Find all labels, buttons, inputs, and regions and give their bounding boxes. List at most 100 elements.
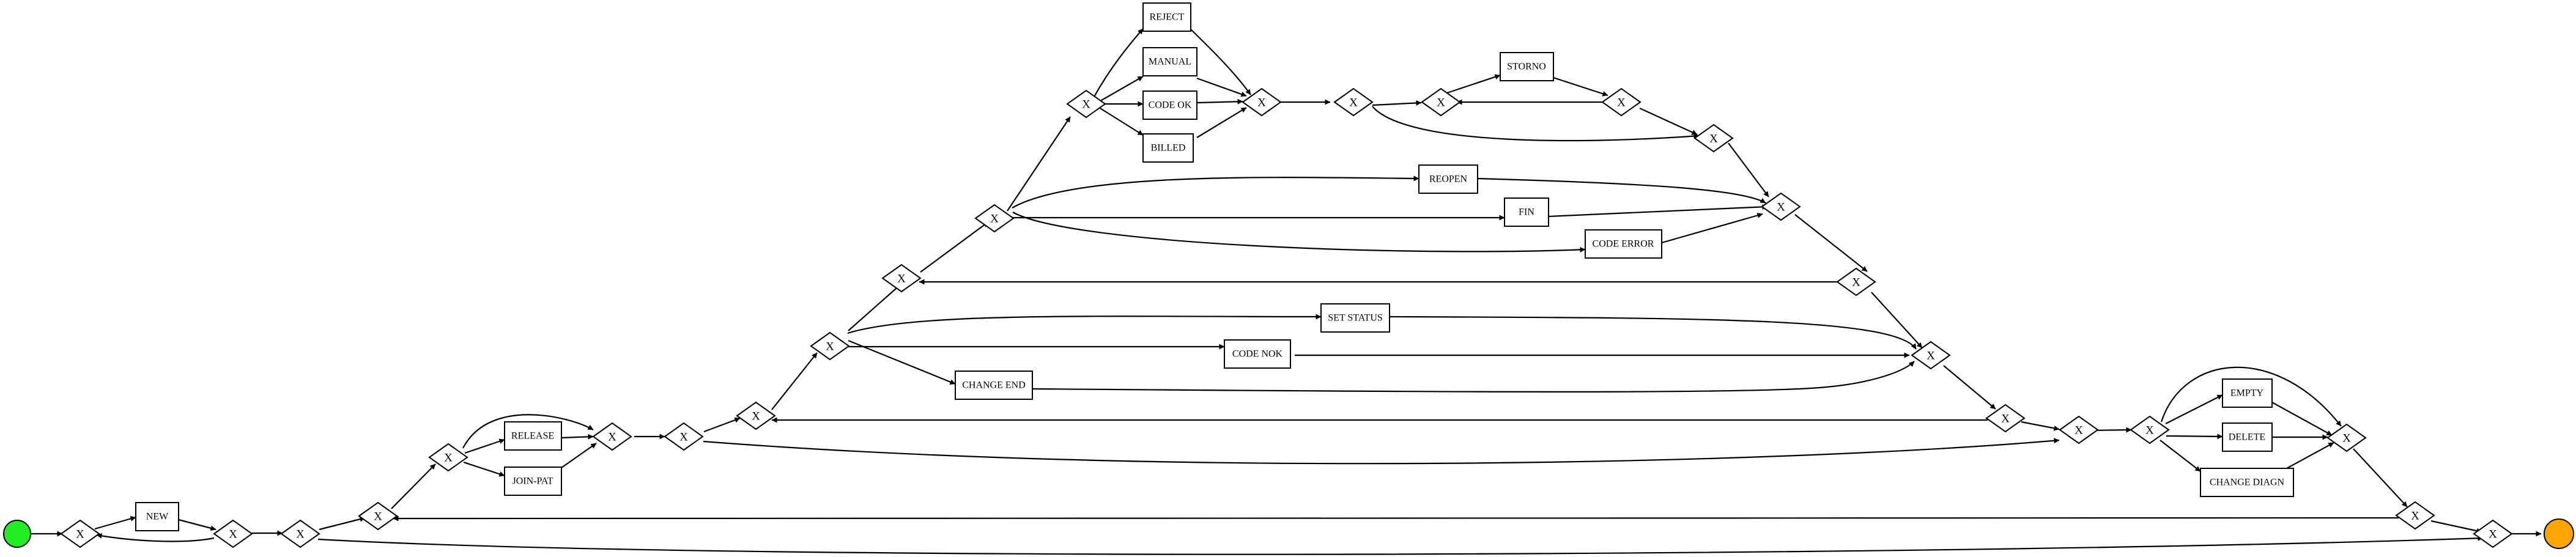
svg-text:X: X	[229, 528, 237, 541]
edge	[1372, 106, 1700, 142]
gateway: X	[2130, 415, 2170, 444]
edge	[1661, 213, 1763, 244]
edge	[1439, 74, 1501, 97]
edge	[2160, 440, 2201, 472]
edge	[2021, 421, 2060, 431]
edge	[1553, 76, 1608, 97]
start-event	[3, 520, 31, 548]
edge	[561, 433, 594, 440]
svg-text:X: X	[608, 431, 616, 444]
svg-text:X: X	[2074, 424, 2083, 437]
task-reopen: REOPEN	[1418, 164, 1478, 194]
svg-text:X: X	[1257, 97, 1266, 109]
svg-text:REJECT: REJECT	[1150, 12, 1185, 23]
edge	[1097, 76, 1144, 103]
svg-text:X: X	[76, 528, 84, 541]
gateway: X	[1333, 87, 1374, 117]
edge	[2286, 442, 2334, 469]
task-empty: EMPTY	[2222, 378, 2273, 408]
task-code-error: CODE ERROR	[1585, 229, 1662, 259]
edge	[920, 221, 989, 273]
edge	[463, 461, 505, 477]
svg-text:X: X	[2001, 413, 2010, 426]
svg-text:MANUAL: MANUAL	[1149, 57, 1191, 67]
svg-text:X: X	[2489, 528, 2497, 541]
edge	[1190, 29, 1251, 95]
svg-text:JOIN-PAT: JOIN-PAT	[513, 476, 553, 487]
edge	[1477, 177, 1766, 204]
gateway: X	[2395, 501, 2435, 530]
gateway: X	[1985, 404, 2026, 433]
gateway: X	[810, 331, 850, 361]
svg-text:CODE OK: CODE OK	[1149, 100, 1192, 111]
gateway: X	[1761, 192, 1801, 221]
gateway: X	[881, 264, 922, 293]
edge	[2160, 366, 2342, 427]
gateway: X	[1066, 89, 1106, 119]
task-code-ok: CODE OK	[1142, 90, 1197, 120]
edges	[31, 28, 2542, 555]
svg-text:REOPEN: REOPEN	[1429, 174, 1468, 185]
gateway: X	[1601, 87, 1641, 117]
svg-text:X: X	[444, 452, 453, 465]
task-billed: BILLED	[1142, 133, 1194, 163]
svg-text:STORNO: STORNO	[1507, 62, 1546, 72]
edge	[178, 518, 217, 531]
edge	[771, 352, 818, 410]
task-join-pat: JOIN-PAT	[504, 467, 562, 496]
svg-text:X: X	[1082, 98, 1090, 111]
end-event	[2544, 518, 2574, 549]
gateway: X	[213, 519, 253, 548]
edge	[317, 535, 2484, 555]
edge	[391, 463, 436, 509]
edge	[1007, 116, 1071, 212]
gateway: X	[1911, 341, 1951, 370]
edge	[2166, 433, 2223, 440]
svg-text:CODE NOK: CODE NOK	[1232, 349, 1283, 360]
edge	[96, 533, 215, 542]
edge	[462, 414, 594, 449]
gateway: X	[1421, 87, 1461, 117]
edge	[847, 314, 1322, 334]
edge	[2430, 520, 2482, 534]
svg-text:X: X	[2145, 424, 2154, 437]
edge	[561, 443, 597, 468]
svg-text:X: X	[1709, 133, 1718, 146]
task-code-nok: CODE NOK	[1224, 339, 1291, 369]
edge	[1196, 98, 1243, 105]
task-set-status: SET STATUS	[1320, 303, 1390, 333]
svg-text:FIN: FIN	[1519, 207, 1534, 218]
task-storno: STORNO	[1500, 52, 1554, 81]
edge	[1728, 142, 1769, 197]
gateway: X	[2326, 423, 2367, 452]
svg-text:X: X	[897, 273, 906, 286]
task-release: RELEASE	[504, 421, 562, 451]
svg-text:X: X	[1437, 97, 1445, 109]
svg-text:CHANGE DIAGN: CHANGE DIAGN	[2210, 478, 2285, 488]
edge	[2353, 448, 2408, 507]
edge	[1196, 77, 1247, 97]
gateway: X	[592, 422, 632, 451]
svg-text:X: X	[2411, 510, 2419, 523]
task-delete: DELETE	[2222, 422, 2273, 452]
svg-text:X: X	[374, 511, 382, 523]
edge	[464, 438, 505, 454]
edge	[1012, 175, 1419, 208]
gateway: X	[2473, 519, 2513, 548]
edge	[1372, 100, 1422, 106]
task-change-end: CHANGE END	[955, 371, 1033, 400]
edge	[1388, 315, 1917, 350]
gateway: X	[358, 501, 398, 531]
svg-text:X: X	[1349, 97, 1358, 109]
edge	[848, 339, 956, 385]
edge	[1943, 365, 1996, 410]
gateway: X	[60, 519, 100, 548]
edge	[2271, 402, 2333, 436]
tasks: NEW RELEASE JOIN-PAT CHANGE END CODE NOK…	[135, 2, 2294, 531]
edge	[2165, 394, 2223, 424]
svg-text:X: X	[2342, 432, 2351, 445]
svg-text:X: X	[1926, 350, 1935, 363]
task-new: NEW	[135, 502, 179, 531]
edge	[1871, 292, 1923, 349]
